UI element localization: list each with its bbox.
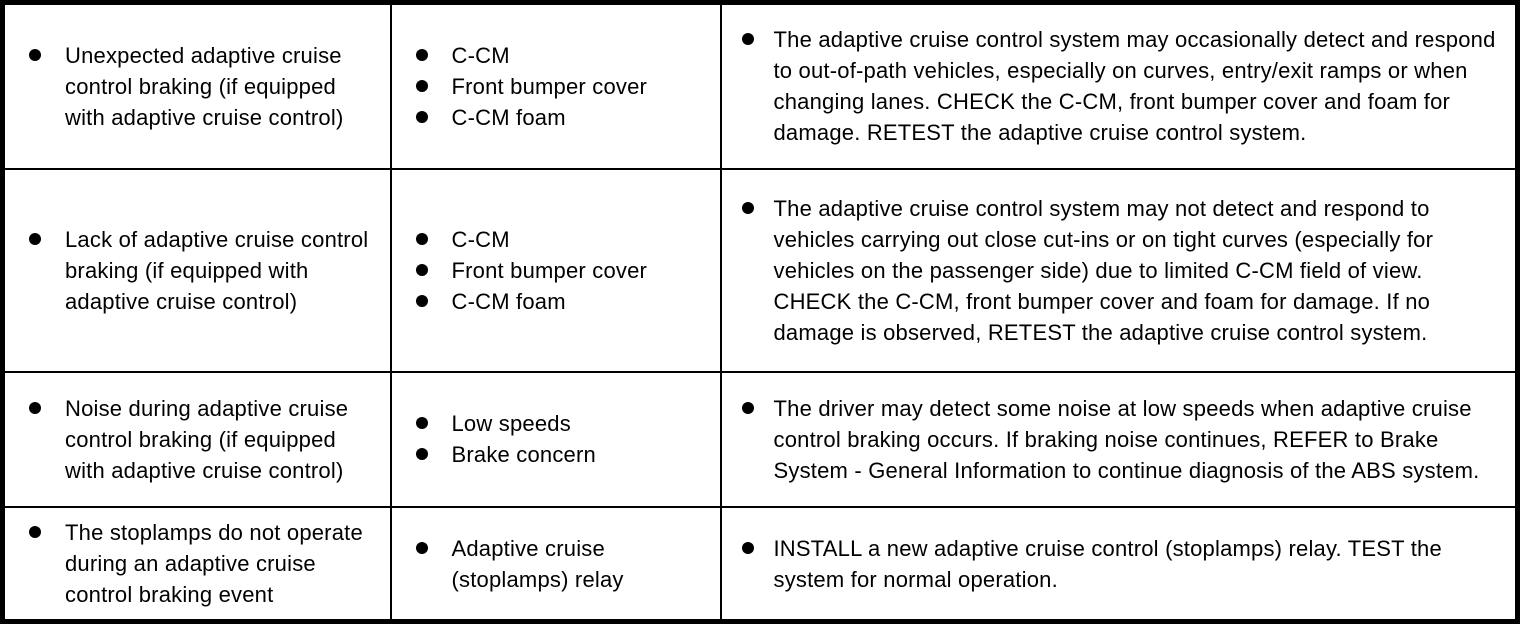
- list-item: The stoplamps do not operate during an a…: [5, 517, 380, 610]
- bullet-icon: [415, 79, 428, 92]
- source-text: C-CM foam: [451, 104, 566, 130]
- list-item: Adaptive cruise (stoplamps) relay: [392, 533, 710, 595]
- table-row: Lack of adaptive cruise control braking …: [1, 167, 1519, 373]
- possible-sources-cell: C-CM Front bumper cover C-CM foam: [389, 1, 722, 170]
- bullet-icon: [741, 201, 754, 214]
- list-item: C-CM: [392, 224, 710, 255]
- bullet-icon: [29, 526, 41, 539]
- bullet-icon: [741, 541, 754, 554]
- bullet-icon: [29, 232, 41, 245]
- symptom-cell: Unexpected adaptive cruise control braki…: [1, 1, 392, 170]
- source-text: Low speeds: [451, 411, 571, 437]
- bullet-icon: [29, 48, 41, 61]
- possible-sources-cell: C-CM Front bumper cover C-CM foam: [389, 167, 722, 373]
- list-item: The driver may detect some noise at low …: [722, 393, 1506, 486]
- bullet-icon: [415, 541, 428, 554]
- source-text: Adaptive cruise (stoplamps) relay: [451, 535, 624, 592]
- list-item: Brake concern: [392, 439, 710, 470]
- symptom-text: Noise during adaptive cruise control bra…: [65, 395, 349, 483]
- action-cell: The adaptive cruise control system may o…: [719, 1, 1519, 170]
- list-item: Front bumper cover: [392, 255, 710, 286]
- list-item: Unexpected adaptive cruise control braki…: [5, 40, 380, 133]
- action-text: The adaptive cruise control system may n…: [773, 195, 1434, 345]
- list-item: Noise during adaptive cruise control bra…: [5, 393, 380, 486]
- possible-sources-cell: Low speeds Brake concern: [389, 370, 722, 509]
- list-item: Front bumper cover: [392, 71, 710, 102]
- list-item: The adaptive cruise control system may n…: [722, 193, 1506, 348]
- action-text: INSTALL a new adaptive cruise control (s…: [773, 535, 1442, 592]
- action-cell: The driver may detect some noise at low …: [719, 370, 1519, 509]
- action-cell: The adaptive cruise control system may n…: [719, 167, 1519, 373]
- bullet-icon: [415, 110, 428, 123]
- bullet-icon: [415, 448, 428, 461]
- list-item: C-CM foam: [392, 102, 710, 133]
- symptom-cell: Noise during adaptive cruise control bra…: [1, 370, 392, 509]
- table-row: Noise during adaptive cruise control bra…: [1, 370, 1519, 509]
- list-item: INSTALL a new adaptive cruise control (s…: [722, 533, 1506, 595]
- possible-sources-cell: Adaptive cruise (stoplamps) relay: [389, 506, 722, 623]
- bullet-icon: [415, 48, 428, 61]
- list-item: The adaptive cruise control system may o…: [722, 24, 1506, 148]
- symptom-text: Lack of adaptive cruise control braking …: [65, 226, 369, 314]
- source-text: C-CM: [451, 226, 510, 252]
- list-item: Lack of adaptive cruise control braking …: [5, 224, 380, 317]
- table-row: The stoplamps do not operate during an a…: [1, 506, 1519, 623]
- bullet-icon: [29, 401, 41, 414]
- symptom-cell: Lack of adaptive cruise control braking …: [1, 167, 392, 373]
- symptom-text: Unexpected adaptive cruise control braki…: [65, 42, 344, 130]
- action-text: The driver may detect some noise at low …: [773, 395, 1480, 483]
- source-text: Front bumper cover: [451, 73, 648, 99]
- bullet-icon: [415, 232, 428, 245]
- list-item: C-CM foam: [392, 286, 710, 317]
- bullet-icon: [741, 401, 754, 414]
- symptom-cell: The stoplamps do not operate during an a…: [1, 506, 392, 623]
- source-text: C-CM: [451, 42, 510, 68]
- bullet-icon: [415, 263, 428, 276]
- source-text: C-CM foam: [451, 288, 566, 314]
- list-item: C-CM: [392, 40, 710, 71]
- symptom-text: The stoplamps do not operate during an a…: [65, 520, 363, 608]
- bullet-icon: [415, 294, 428, 307]
- bullet-icon: [741, 33, 754, 46]
- action-text: The adaptive cruise control system may o…: [773, 27, 1496, 146]
- source-text: Front bumper cover: [451, 257, 648, 283]
- bullet-icon: [415, 417, 428, 430]
- table-row: Unexpected adaptive cruise control braki…: [1, 1, 1519, 170]
- source-text: Brake concern: [451, 442, 596, 468]
- action-cell: INSTALL a new adaptive cruise control (s…: [719, 506, 1519, 623]
- list-item: Low speeds: [392, 408, 710, 439]
